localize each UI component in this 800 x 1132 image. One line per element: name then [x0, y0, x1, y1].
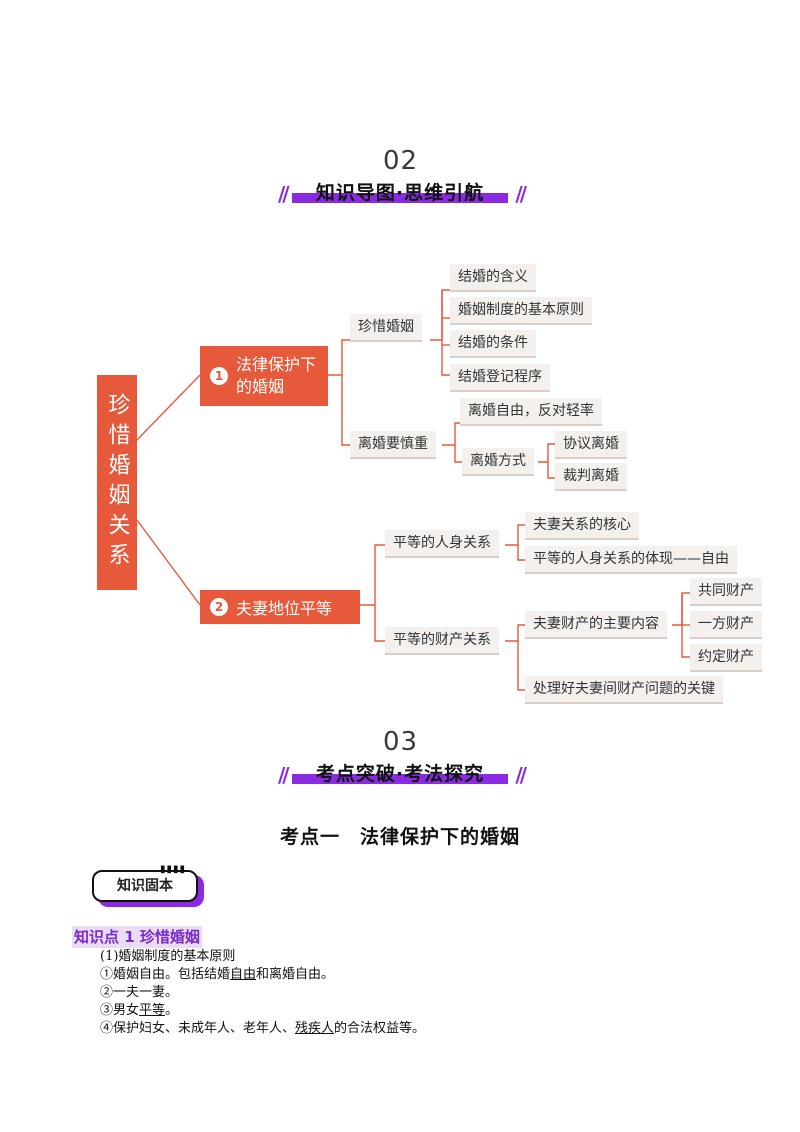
subnode-divorce-careful: 离婚要慎重: [350, 431, 436, 459]
section-title-text: 知识导图·思维引航: [315, 182, 485, 204]
number-circle-icon: 1: [210, 367, 228, 385]
item-property-contents: 夫妻财产的主要内容: [525, 611, 667, 639]
text: 的合法权益等。: [334, 1021, 426, 1036]
item-divorce-methods: 离婚方式: [462, 448, 534, 476]
branch-2-node: 2 夫妻地位平等: [200, 590, 360, 624]
subnode-property-relation: 平等的财产关系: [385, 627, 499, 655]
item-divorce-freedom: 离婚自由，反对轻率: [460, 398, 602, 426]
item-marriage-meaning: 结婚的含义: [450, 264, 536, 292]
underlined-text: 残疾人: [295, 1021, 335, 1036]
item-marriage-registration: 结婚登记程序: [450, 364, 550, 392]
principle-line-1: ①婚姻自由。包括结婚自由和离婚自由。: [100, 966, 334, 984]
item-property-agreed: 约定财产: [690, 644, 762, 672]
item-divorce-judicial: 裁判离婚: [555, 463, 627, 491]
section-number-text: 02: [383, 146, 419, 176]
branch-1-label: 法律保护下的婚姻: [236, 355, 317, 396]
item-property-common: 共同财产: [690, 578, 762, 606]
subnode-cherish-marriage: 珍惜婚姻: [350, 314, 422, 342]
branch-2-label: 夫妻地位平等: [236, 599, 333, 618]
text: ①婚姻自由。包括结婚: [100, 967, 231, 982]
mindmap-root: 珍惜婚姻关系: [97, 375, 137, 590]
section-number-text: 03: [383, 727, 419, 757]
section-title: // 知识导图·思维引航 //: [278, 180, 527, 208]
item-marriage-principles: 婚姻制度的基本原则: [450, 297, 592, 325]
text: 和离婚自由。: [256, 967, 335, 982]
number-circle-icon: 2: [210, 598, 228, 616]
slash-decoration-icon: //: [515, 182, 526, 206]
item-property-individual: 一方财产: [690, 611, 762, 639]
section-title: // 考点突破·考法探究 //: [278, 761, 527, 789]
item-divorce-agreement: 协议离婚: [555, 431, 627, 459]
text: ③男女: [100, 1003, 140, 1018]
underlined-text: 平等: [139, 1003, 166, 1018]
knowledge-badge: 知识固本 ▮▮▮▮: [92, 864, 204, 907]
title-highlight-bar: [292, 193, 508, 203]
topic-title: 考点一 法律保护下的婚姻: [279, 826, 520, 848]
item-marriage-conditions: 结婚的条件: [450, 330, 536, 358]
principles-heading: (1)婚姻制度的基本原则: [100, 949, 236, 964]
text: ④保护妇女、未成年人、老年人、: [100, 1021, 296, 1036]
knowledge-point-title: 知识点 1 珍惜婚姻: [72, 926, 202, 948]
slash-decoration-icon: //: [515, 763, 526, 787]
underlined-text: 自由: [230, 967, 257, 982]
slash-decoration-icon: //: [278, 763, 289, 787]
badge-label: 知识固本: [92, 870, 198, 902]
section-number: 03: [377, 727, 419, 757]
section-title-text: 考点突破·考法探究: [315, 763, 485, 785]
principle-line-3: ③男女平等。: [100, 1002, 178, 1020]
principle-line-4: ④保护妇女、未成年人、老年人、残疾人的合法权益等。: [100, 1020, 425, 1038]
slash-decoration-icon: //: [278, 182, 289, 206]
branch-1-node: 1 法律保护下的婚姻: [200, 346, 328, 406]
principle-line-2: ②一夫一妻。: [100, 985, 179, 1000]
notebook-rings-icon: ▮▮▮▮: [160, 864, 187, 875]
item-property-key: 处理好夫妻间财产问题的关键: [525, 676, 723, 704]
title-highlight-bar: [292, 774, 508, 784]
item-relation-embodiment: 平等的人身关系的体现——自由: [525, 546, 737, 574]
subnode-personal-relation: 平等的人身关系: [385, 530, 499, 558]
item-relation-core: 夫妻关系的核心: [525, 512, 639, 540]
text: 。: [165, 1003, 179, 1018]
